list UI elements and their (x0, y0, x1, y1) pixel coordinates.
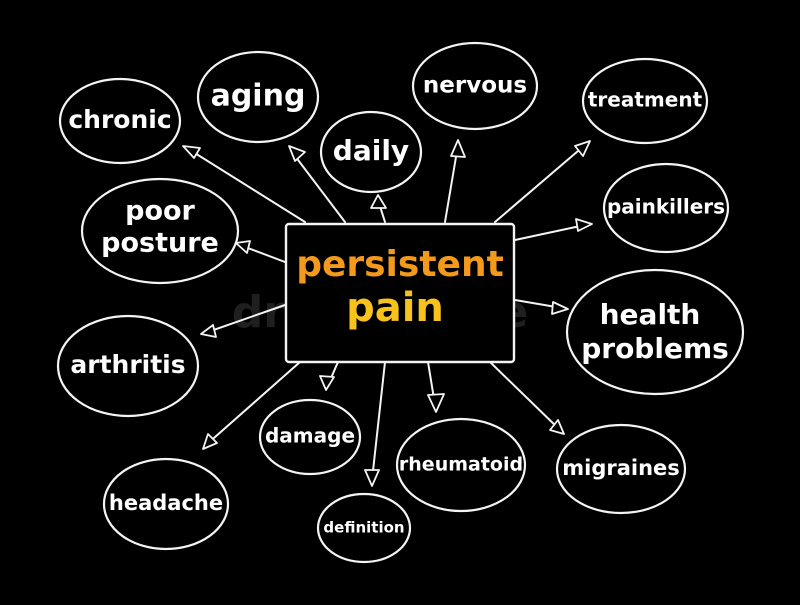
connector-headache (205, 361, 301, 446)
connector-arthritis (204, 304, 286, 334)
node-aging: aging (196, 50, 320, 144)
node-definition: definition (316, 492, 412, 564)
node-label-aging: aging (211, 79, 306, 114)
arrowhead-painkillers (575, 218, 593, 232)
arrowheads (182, 139, 593, 487)
node-label-arthritis: arthritis (70, 350, 185, 379)
connector-treatment (494, 144, 586, 223)
center-title-line1: persistent (296, 244, 504, 285)
arrowhead-chronic (182, 145, 201, 159)
center-topic: persistent pain (284, 222, 516, 364)
center-title-line2: pain (346, 285, 444, 331)
node-label-chronic: chronic (68, 105, 171, 134)
arrowhead-headache (202, 433, 218, 450)
node-label-daily: daily (333, 134, 409, 167)
node-treatment: treatment (581, 57, 709, 145)
connector-aging (291, 151, 346, 223)
node-label-posture: posture (101, 228, 219, 259)
node-chronic: chronic (58, 77, 182, 165)
arrowhead-definition (364, 469, 380, 487)
arrowhead-aging (288, 145, 306, 162)
node-poor-posture: poor posture (80, 177, 240, 285)
arrowhead-arthritis (200, 324, 217, 338)
node-label-rheumatoid: rheumatoid (399, 454, 523, 476)
connector-nervous (444, 144, 459, 223)
node-label-treatment: treatment (588, 88, 703, 112)
node-headache: headache (102, 457, 230, 551)
arrowhead-health-problems (551, 301, 569, 315)
node-painkillers: painkillers (602, 162, 730, 254)
node-label-definition: definition (323, 519, 404, 537)
center-box (284, 222, 516, 364)
connector-chronic (189, 149, 306, 223)
connector-definition (371, 361, 386, 481)
node-label-damage: damage (265, 424, 355, 448)
node-label-painkillers: painkillers (607, 195, 725, 219)
node-arthritis: arthritis (56, 314, 200, 418)
node-label-health: health (600, 298, 701, 331)
node-damage: damage (258, 398, 362, 476)
node-label-migraines: migraines (562, 456, 680, 480)
arrowhead-rheumatoid (427, 393, 445, 413)
connector-painkillers (514, 224, 586, 241)
arrowhead-migraines (549, 419, 565, 435)
node-migraines: migraines (555, 423, 687, 515)
node-daily: daily (319, 110, 423, 194)
node-rheumatoid: rheumatoid (395, 417, 527, 513)
node-label-headache: headache (109, 491, 223, 515)
arrowhead-nervous (450, 139, 466, 158)
arrowhead-daily (370, 194, 387, 209)
arrowhead-damage (319, 375, 335, 391)
node-label-nervous: nervous (423, 73, 527, 99)
node-label-problems: problems (581, 332, 729, 365)
node-nervous: nervous (411, 41, 539, 131)
connector-migraines (489, 361, 561, 431)
arrowhead-poor-posture (235, 240, 251, 254)
node-health-problems: health problems (565, 268, 745, 396)
node-label-poor: poor (125, 196, 195, 227)
arrowhead-treatment (574, 140, 591, 157)
